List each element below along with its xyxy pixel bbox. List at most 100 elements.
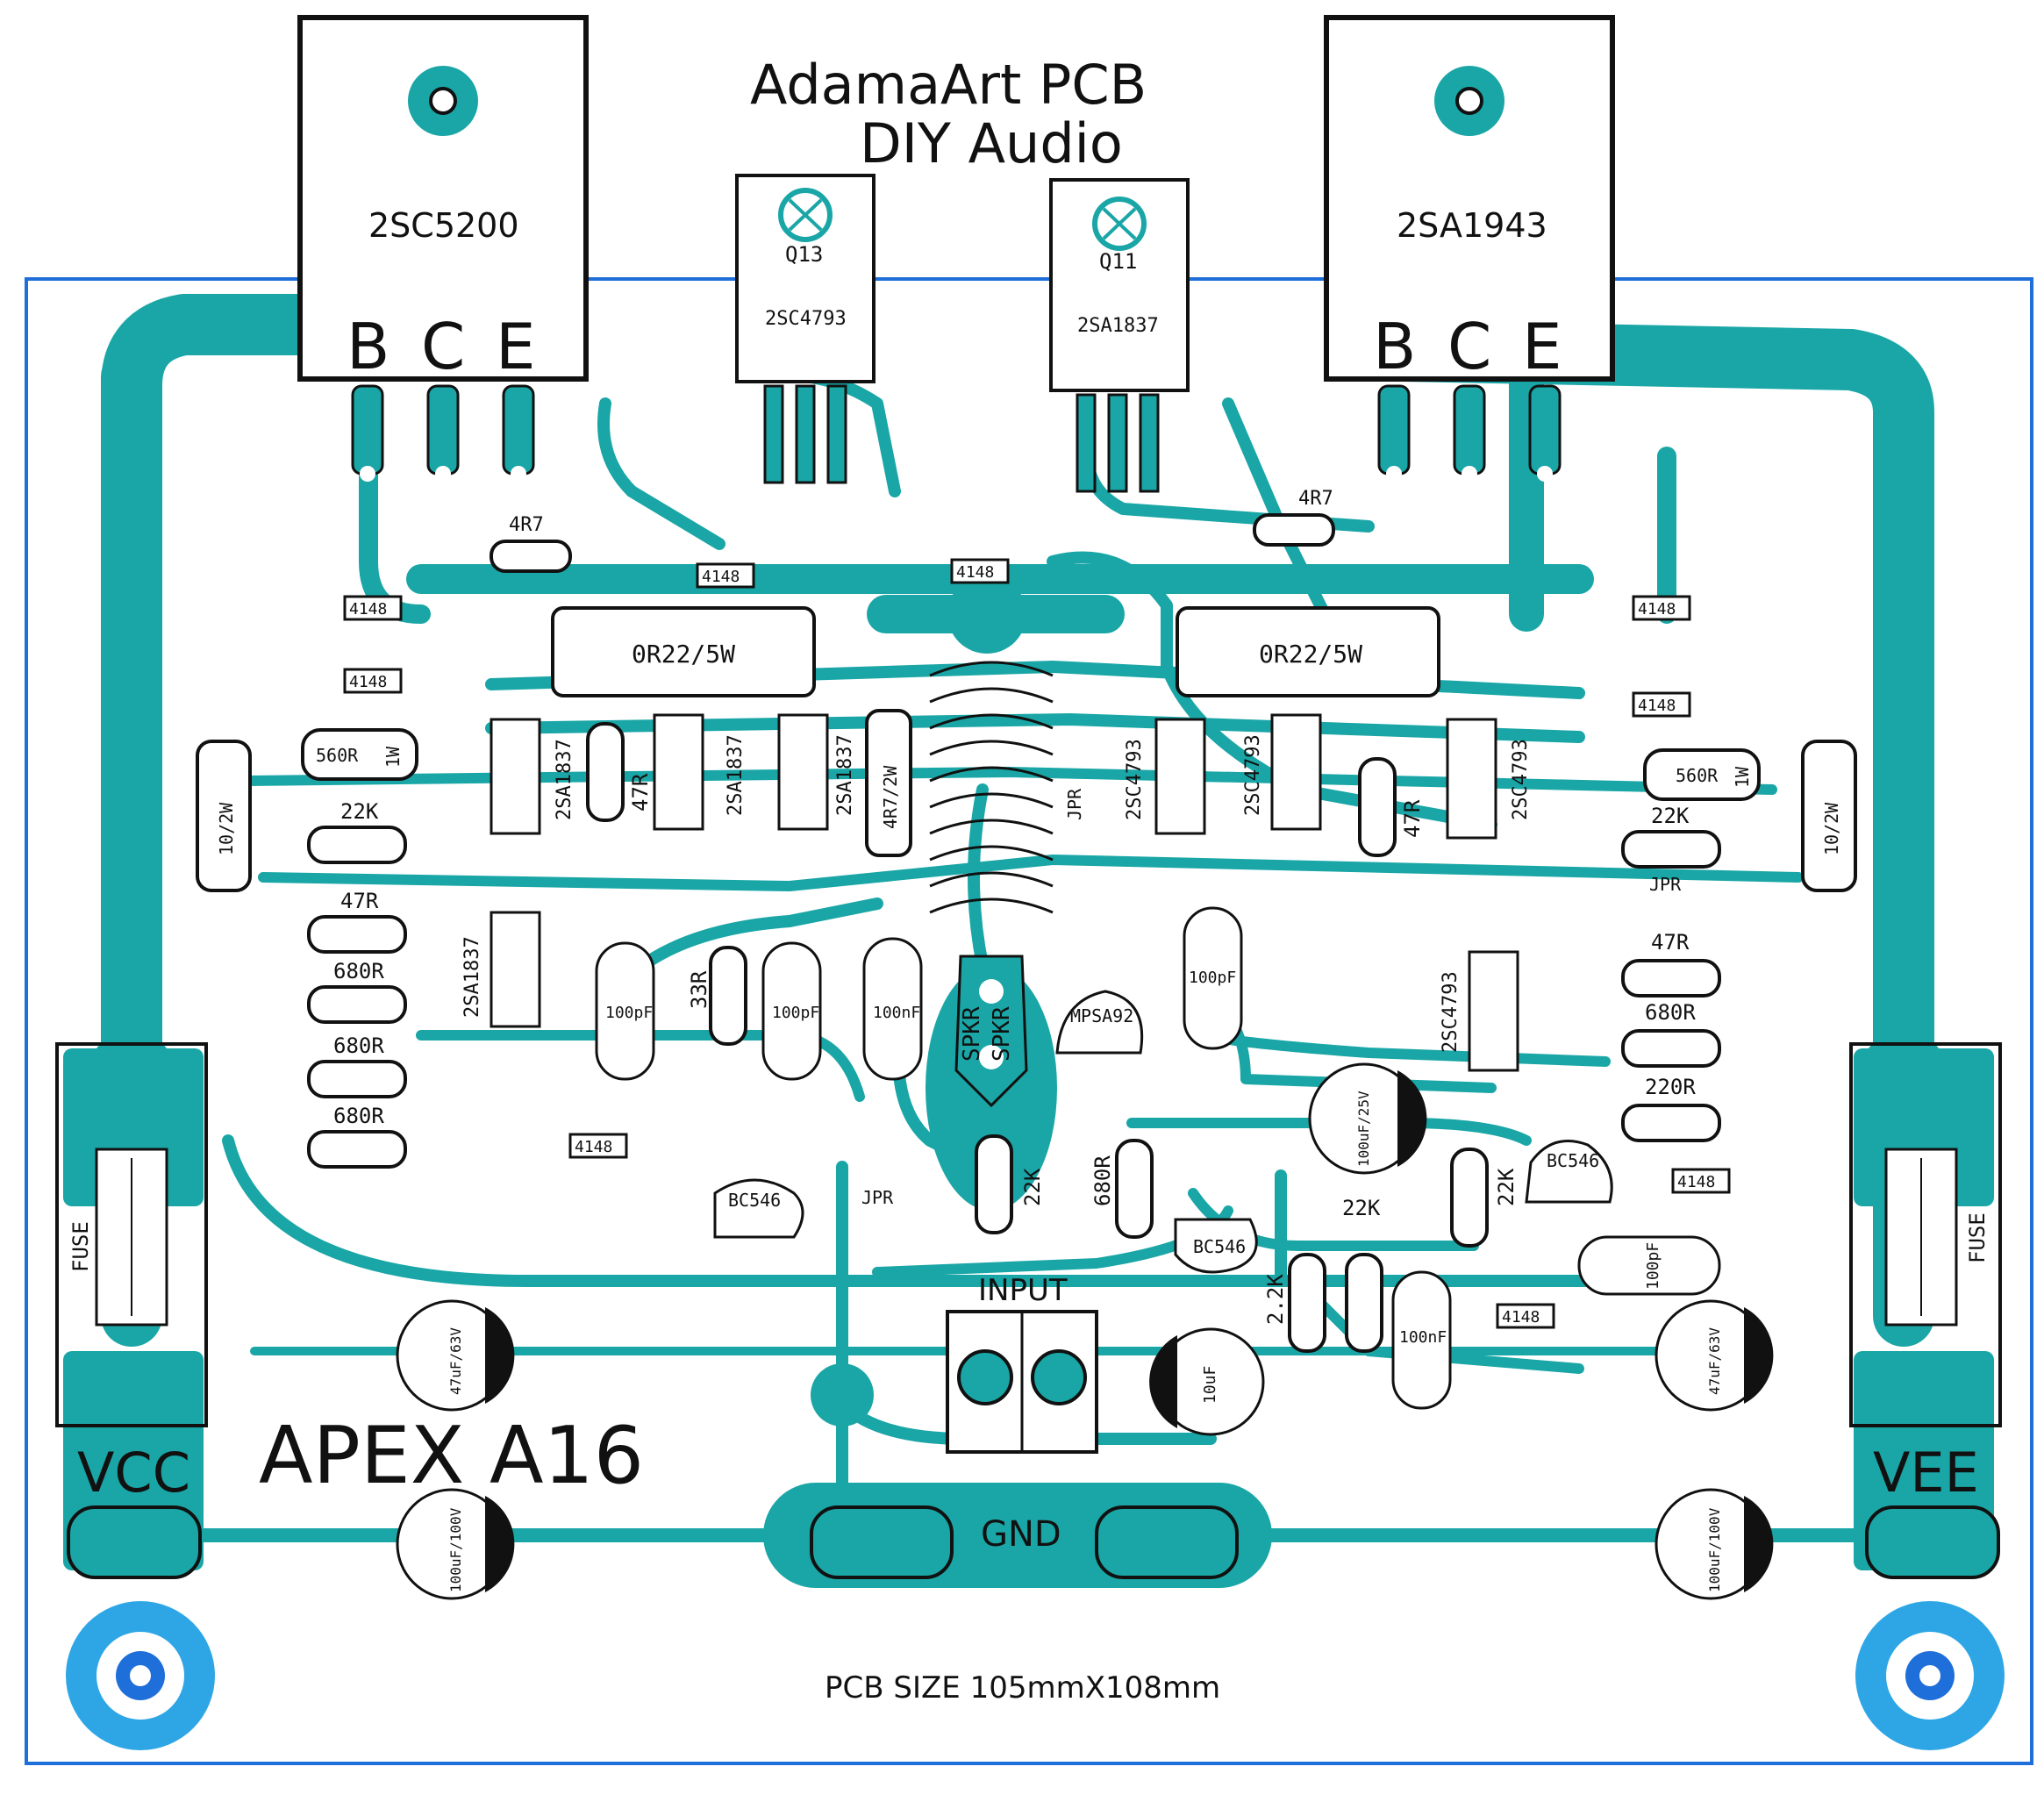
mid-transistor-right-3: 2SC4793 — [1446, 718, 1532, 840]
capacitor-label: 47uF/63V — [1706, 1327, 1723, 1395]
resistor-label: 33R — [687, 970, 711, 1009]
resistor-10-2w-left: 10/2W — [196, 740, 252, 892]
input-label: INPUT — [978, 1273, 1068, 1308]
mounting-hole-left — [66, 1601, 215, 1750]
board-outline — [25, 277, 2033, 1765]
mid-transistor-label: 2SC4793 — [1440, 971, 1462, 1053]
pin-e-label: E — [1522, 310, 1562, 383]
part-label-2sc5200: 2SC5200 — [368, 206, 519, 245]
resistor-560r-right: 560R 1W — [1643, 748, 1761, 801]
resistor-label: 680R — [333, 1033, 384, 1058]
part-label-2sa1943: 2SA1943 — [1397, 206, 1547, 245]
brand-subtitle: DIY Audio — [860, 111, 1123, 175]
vcc-label: VCC — [77, 1441, 190, 1505]
resistor-1w-label: 1W — [382, 746, 404, 768]
mid-transistor-label: 2SA1837 — [834, 734, 856, 816]
part-label-2sa1837: 2SA1837 — [1077, 315, 1159, 337]
resistor-label: 22K — [340, 799, 379, 824]
driver-transistor-q11: Q11 2SA1837 — [1049, 178, 1190, 493]
diode-label: 4148 — [349, 673, 387, 691]
transistor-label: BC546 — [728, 1190, 781, 1211]
transistor-label: BC546 — [1547, 1150, 1599, 1171]
emitter-resistor-right-label: 0R22/5W — [1259, 640, 1362, 669]
emitter-resistor-left: 0R22/5W — [551, 606, 816, 697]
resistor-label: 2.2K — [1263, 1274, 1288, 1325]
fuse-left: FUSE — [55, 1042, 208, 1427]
resistor-label: 22K — [1494, 1168, 1519, 1206]
resistor-zobel: 4R7/2W — [865, 709, 912, 857]
resistor-label: 47R — [1400, 799, 1425, 838]
mid-transistor-left-1: 2SA1837 — [490, 718, 575, 835]
mid-transistor-label: 2SA1837 — [725, 734, 747, 816]
diode-label: 4148 — [1502, 1308, 1540, 1327]
vertical-resistors: 47R 47R 33R 22K 680R 22K 2.2K 22K JPR JP… — [586, 722, 1519, 1353]
resistor-4r7-right: 4R7 — [1253, 488, 1335, 547]
electrolytic-capacitors: 47uF/63V 47uF/63V 100uF/25V 100uF/100V 1… — [396, 1062, 1774, 1600]
resistor-1w-label: 1W — [1732, 766, 1753, 788]
diode-label: 4148 — [575, 1138, 612, 1156]
capacitor-label: 10uF — [1201, 1366, 1219, 1404]
speaker-label-a: SPKR — [959, 1006, 985, 1062]
pin-c-label: C — [421, 310, 465, 383]
ref-q11: Q11 — [1099, 249, 1137, 274]
jumper-label: JPR — [1064, 788, 1085, 820]
capacitor-label: 100nF — [1399, 1328, 1447, 1347]
resistor-label: 680R — [1645, 1000, 1696, 1025]
resistor-560r-left: 560R 1W — [301, 728, 418, 781]
pin-e-label: E — [496, 310, 536, 383]
transistor-label: MPSA92 — [1070, 1005, 1133, 1026]
fuse-right: FUSE — [1849, 1042, 2002, 1427]
fuse-label: FUSE — [1965, 1212, 1990, 1263]
board-name: APEX A16 — [259, 1410, 644, 1502]
jumper-label: JPR — [1649, 874, 1682, 895]
pin-b-label: B — [1373, 310, 1416, 383]
resistor-label: 47R — [340, 889, 379, 913]
diode-label: 4148 — [1638, 697, 1676, 715]
resistor-label: 680R — [333, 959, 384, 983]
jumper-label: JPR — [861, 1187, 894, 1208]
resistor-4r7-right-label: 4R7 — [1298, 488, 1333, 510]
resistor-10-2w-right: 10/2W — [1801, 740, 1857, 892]
diode-label: 4148 — [349, 600, 387, 619]
resistor-560r-label: 560R — [316, 745, 359, 766]
mid-transistor-label: 2SA1837 — [461, 936, 483, 1018]
pin-b-label: B — [347, 310, 390, 383]
mid-transistor-label: 2SC4793 — [1510, 739, 1532, 820]
power-transistor-pnp: 2SA1943 B C E — [1324, 15, 1615, 482]
pin-c-label: C — [1447, 310, 1491, 383]
small-capacitors: 100pF 100pF 100nF 100pF 100pF 100nF — [595, 906, 1721, 1410]
gnd-label: GND — [981, 1514, 1061, 1555]
vee-label: VEE — [1873, 1441, 1979, 1505]
output-inductor-coil — [929, 661, 1054, 914]
fuse-label: FUSE — [68, 1221, 93, 1272]
mid-transistor-left-3: 2SA1837 — [777, 713, 856, 831]
driver-transistor-q13: Q13 2SC4793 — [735, 174, 875, 484]
resistor-10-2w-label: 10/2W — [216, 802, 237, 855]
input-terminal: INPUT — [946, 1273, 1098, 1454]
ref-q13: Q13 — [785, 242, 823, 267]
resistor-4r7-left-label: 4R7 — [509, 514, 544, 536]
resistor-label: 47R — [1651, 930, 1690, 955]
capacitor-label: 100uF/25V — [1355, 1091, 1372, 1167]
capacitor-label: 47uF/63V — [447, 1327, 464, 1395]
resistor-label: 22K — [1342, 1196, 1381, 1220]
resistor-10-2w-label: 10/2W — [1821, 802, 1842, 855]
capacitor-label: 100uF/100V — [1706, 1507, 1723, 1592]
mid-transistor-right-4: 2SC4793 — [1440, 950, 1519, 1072]
brand-title: AdamaArt PCB — [750, 53, 1147, 117]
speaker-label-b: SPKR — [989, 1006, 1015, 1062]
mid-transistor-right-1: 2SC4793 — [1124, 718, 1206, 835]
mid-transistor-right-2: 2SC4793 — [1242, 713, 1322, 831]
capacitor-label: 100pF — [1189, 969, 1236, 987]
copper-traces — [101, 294, 1934, 1550]
mounting-hole-right — [1855, 1601, 2005, 1750]
emitter-resistor-left-label: 0R22/5W — [632, 640, 735, 669]
resistor-label: 22K — [1651, 804, 1690, 828]
capacitor-label: 100pF — [605, 1004, 653, 1022]
capacitor-label: 100pF — [1644, 1242, 1662, 1290]
capacitor-label: 100nF — [873, 1004, 920, 1022]
speaker-pad: SPKR SPKR — [954, 955, 1028, 1108]
resistor-label: 47R — [628, 773, 653, 812]
resistor-560r-label: 560R — [1676, 765, 1719, 786]
resistor-label: 22K — [1020, 1168, 1045, 1206]
